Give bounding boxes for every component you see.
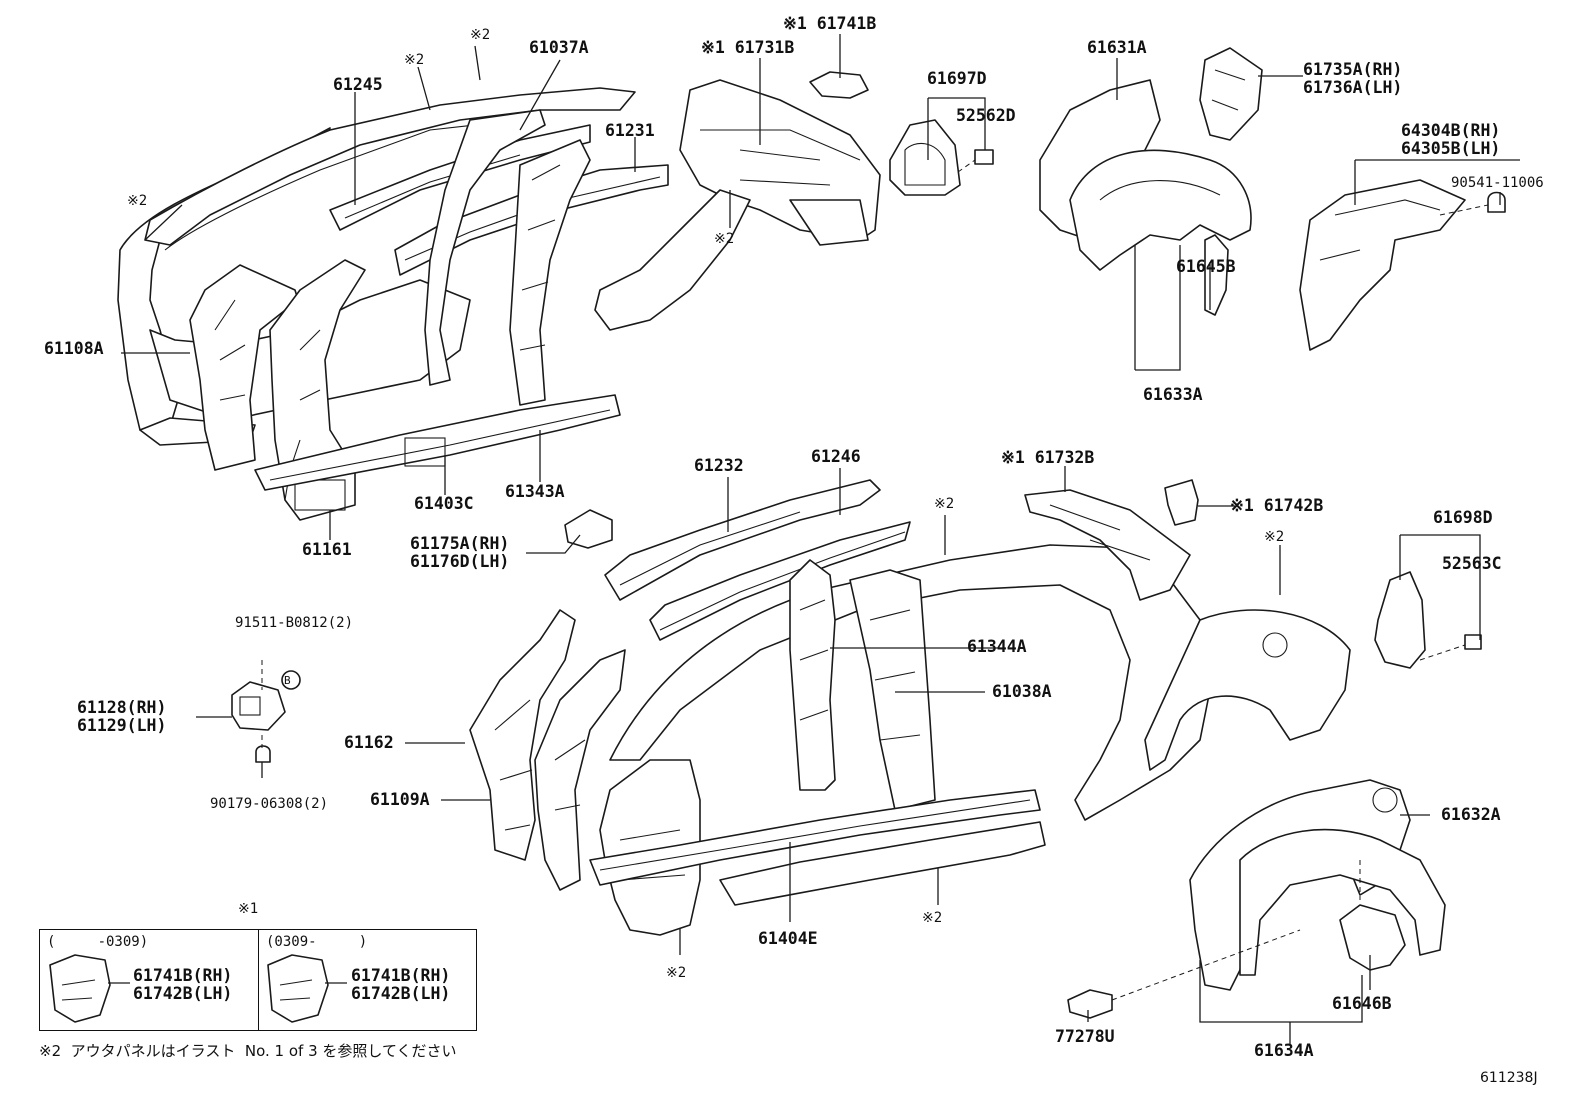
note-2-d: ※2 xyxy=(714,231,735,247)
inset-extension-late xyxy=(267,954,329,1023)
front-pillar-61162 xyxy=(534,649,626,891)
label-61245: 61245 xyxy=(333,75,383,94)
label-61246: 61246 xyxy=(811,447,861,466)
quarter-panel-61735A xyxy=(1199,47,1263,141)
label-91511-B0812: 91511-B0812(2) xyxy=(235,615,354,631)
extension-61742B xyxy=(1164,479,1199,526)
note-2-b: ※2 xyxy=(404,52,425,68)
garnish-61698D xyxy=(1374,571,1482,669)
front-pillar-61108A xyxy=(189,264,299,471)
nut-90179 xyxy=(255,745,271,763)
label-90179-06308: 90179-06308(2) xyxy=(210,796,329,812)
inset-right-range: (0309- ) xyxy=(266,934,368,950)
label-61161: 61161 xyxy=(302,540,352,559)
bracket-77278U xyxy=(1067,989,1113,1019)
label-90541-11006: 90541-11006 xyxy=(1451,175,1544,191)
inset-extension-early xyxy=(49,954,111,1023)
label-61732B: ※1 61732B xyxy=(1001,448,1095,467)
label-61343A: 61343A xyxy=(505,482,565,501)
wheel-house-outer-61632A xyxy=(1189,779,1446,991)
rocker-outer-lower xyxy=(719,821,1046,906)
label-61162: 61162 xyxy=(344,733,394,752)
label-61232: 61232 xyxy=(694,456,744,475)
wheel-house-bracket-61646B xyxy=(1339,904,1406,971)
inset-box xyxy=(39,929,477,1031)
note-2-e: ※2 xyxy=(934,496,955,512)
quarter-panel-61732B xyxy=(1024,489,1191,601)
center-pillar-61038A xyxy=(849,569,936,811)
quarter-inner-64304B xyxy=(1299,179,1506,351)
bolt-marker-letter: B xyxy=(284,674,291,687)
inset-left-lh: 61742B(LH) xyxy=(133,984,233,1003)
label-61697D: 61697D xyxy=(927,69,987,88)
inset-left-range: ( -0309) xyxy=(47,934,149,950)
label-61344A: 61344A xyxy=(967,637,1027,656)
label-61736A-lh: 61736A(LH) xyxy=(1303,78,1403,97)
label-61404E: 61404E xyxy=(758,929,818,948)
label-61038A: 61038A xyxy=(992,682,1052,701)
center-pillar-61344A xyxy=(789,559,836,791)
rocker-panel-61403C xyxy=(254,394,621,491)
rear-pillar-61731B xyxy=(594,79,881,331)
label-61645B: 61645B xyxy=(1176,257,1236,276)
garnish-61697D xyxy=(889,119,994,196)
label-61731B: ※1 61731B xyxy=(701,38,795,57)
label-61742B-top: ※1 61742B xyxy=(1230,496,1324,515)
note-2-f: ※2 xyxy=(1264,529,1285,545)
wheel-house-outer-61631A xyxy=(1039,79,1252,271)
center-pillar-61037A xyxy=(424,109,591,406)
label-61632A: 61632A xyxy=(1441,805,1501,824)
note-2-c: ※2 xyxy=(127,193,148,209)
label-64305B-lh: 64305B(LH) xyxy=(1401,139,1501,158)
label-61109A: 61109A xyxy=(370,790,430,809)
hinge-bracket-61128 xyxy=(231,681,286,731)
label-61128-rh: 61128(RH) xyxy=(77,698,167,717)
label-61634A: 61634A xyxy=(1254,1041,1314,1060)
label-64304B-rh: 64304B(RH) xyxy=(1401,121,1501,140)
note-2-g: ※2 xyxy=(922,910,943,926)
label-61698D: 61698D xyxy=(1433,508,1493,527)
bolt-marker-B xyxy=(281,670,301,690)
note-2-h: ※2 xyxy=(666,965,687,981)
roof-side-rail-61232 xyxy=(604,479,881,601)
label-61403C: 61403C xyxy=(414,494,474,513)
label-61741B-top: ※1 61741B xyxy=(783,14,877,33)
inset-left-rh: 61741B(RH) xyxy=(133,966,233,985)
label-61108A: 61108A xyxy=(44,339,104,358)
label-52563C: 52563C xyxy=(1442,554,1502,573)
inset-divider xyxy=(258,930,259,1030)
inset-note-1: ※1 xyxy=(238,901,259,917)
label-61176D-lh: 61176D(LH) xyxy=(410,552,510,571)
label-77278U: 77278U xyxy=(1055,1027,1115,1046)
label-61646B: 61646B xyxy=(1332,994,1392,1013)
label-61231: 61231 xyxy=(605,121,655,140)
lower-pillar-front xyxy=(599,759,701,936)
extension-61741B xyxy=(809,71,869,99)
front-pillar-61109A xyxy=(469,609,576,861)
bracket-61175A xyxy=(564,509,613,549)
roof-rail-61246 xyxy=(649,521,911,641)
outer-side-panel-rear xyxy=(609,544,1351,821)
label-61631A: 61631A xyxy=(1087,38,1147,57)
wheel-house-bracket-61645B xyxy=(1204,234,1229,316)
note-2-a: ※2 xyxy=(470,27,491,43)
label-61129-lh: 61129(LH) xyxy=(77,716,167,735)
rocker-panel-61404E xyxy=(589,789,1041,886)
label-61633A: 61633A xyxy=(1143,385,1203,404)
label-61735A-rh: 61735A(RH) xyxy=(1303,60,1403,79)
inset-right-rh: 61741B(RH) xyxy=(351,966,451,985)
inset-right-lh: 61742B(LH) xyxy=(351,984,451,1003)
label-52562D: 52562D xyxy=(956,106,1016,125)
footnote: ※2 アウタパネルはイラスト No. 1 of 3 を参照してください xyxy=(39,1042,457,1060)
label-61037A: 61037A xyxy=(529,38,589,57)
label-61175A-rh: 61175A(RH) xyxy=(410,534,510,553)
figure-id: 611238J xyxy=(1480,1070,1538,1086)
